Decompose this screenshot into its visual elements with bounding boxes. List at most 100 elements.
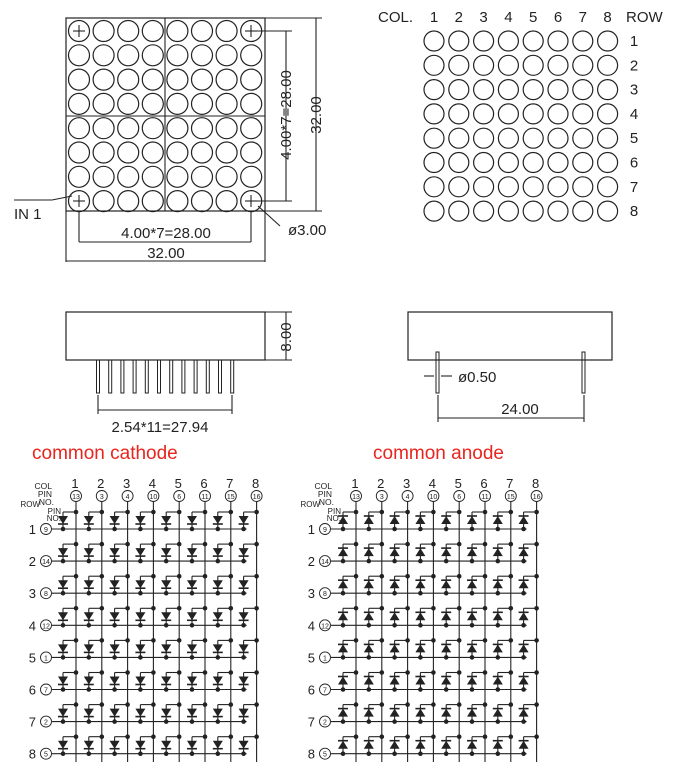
led-dot [473,78,495,101]
junction [353,509,359,515]
col-heading: COL [315,481,333,491]
led-diode [363,708,374,717]
junction [521,751,526,756]
junction [482,670,488,675]
col-number: 7 [226,476,233,491]
junction [521,655,526,660]
led-diode [212,676,223,685]
diameter-leader [257,205,281,227]
led-dot [522,200,544,222]
led-dot [92,117,115,140]
led-dot [92,141,115,164]
pin [205,359,210,394]
led-diode [109,708,120,717]
led-diode [441,516,452,524]
led-dot [423,78,445,101]
junction [418,655,423,660]
led-dot [448,54,470,76]
led-diode [109,644,120,653]
junction [431,541,436,547]
led-diode [338,740,348,749]
led-dot [215,19,238,43]
junction [215,526,221,532]
led-dot [190,141,214,164]
led-diode [415,580,426,589]
led-diode [441,740,452,749]
junction [125,638,130,643]
junction [86,719,92,724]
junction [366,590,372,596]
junction [176,573,182,579]
led-diode [187,708,197,717]
junction [99,509,105,515]
led-dot [117,117,140,140]
led-diode [338,580,348,589]
junction [405,734,410,739]
row-pin-circle [319,555,331,568]
col-pin-number: 3 [380,494,384,501]
led-diode [441,612,452,621]
diameter-label: ø3.00 [288,222,326,239]
junction [443,590,449,596]
led-dot [448,176,470,198]
junction [379,734,385,739]
junction [508,638,514,643]
led-diode [58,708,68,717]
junction [495,558,501,564]
junction [482,541,488,547]
junction [151,670,156,675]
led-dot [473,151,495,174]
led-diode [389,644,400,653]
led-diode [492,516,503,524]
led-diode [161,644,172,653]
junction [521,526,526,532]
col-pin-number: 10 [150,494,158,501]
led-dot [166,117,189,140]
junction [469,655,475,660]
led-diode [212,740,223,749]
junction [86,526,92,532]
led-dot [190,19,214,43]
led-dot [166,68,189,91]
led-dot [596,151,619,174]
junction [228,606,234,611]
row-number: 6 [29,683,36,698]
col-number: 3 [403,476,410,491]
col-number: 2 [455,9,463,26]
led-diode [83,644,94,653]
junction [405,606,410,611]
junction [431,702,436,707]
junction [176,702,182,707]
no-heading: NO. [319,497,334,507]
led-diode [187,516,197,524]
col-number: 5 [455,476,462,491]
led-dot [547,78,569,101]
led-diode [363,676,374,685]
junction [202,573,208,579]
junction [418,623,423,628]
row-pin-number: 2 [323,720,327,727]
junction [138,590,143,596]
junction [418,558,423,564]
junction [125,606,130,611]
junction [176,606,182,611]
row-label: ROW [626,9,664,26]
col-number: 2 [97,476,104,491]
led-dot [190,117,214,140]
junction [534,606,539,611]
col-pin-circle [401,490,414,502]
junction [456,734,462,739]
led-dot [547,151,569,174]
junction [443,687,449,692]
junction [241,687,246,692]
led-diode [363,516,374,524]
led-dot [190,190,214,213]
led-diode [338,516,348,524]
junction [418,687,423,692]
led-diode [492,676,503,685]
row-pin-circle [319,619,331,632]
junction [353,541,359,547]
junction [340,590,346,596]
junction [534,638,539,643]
col-number: 5 [529,9,537,26]
